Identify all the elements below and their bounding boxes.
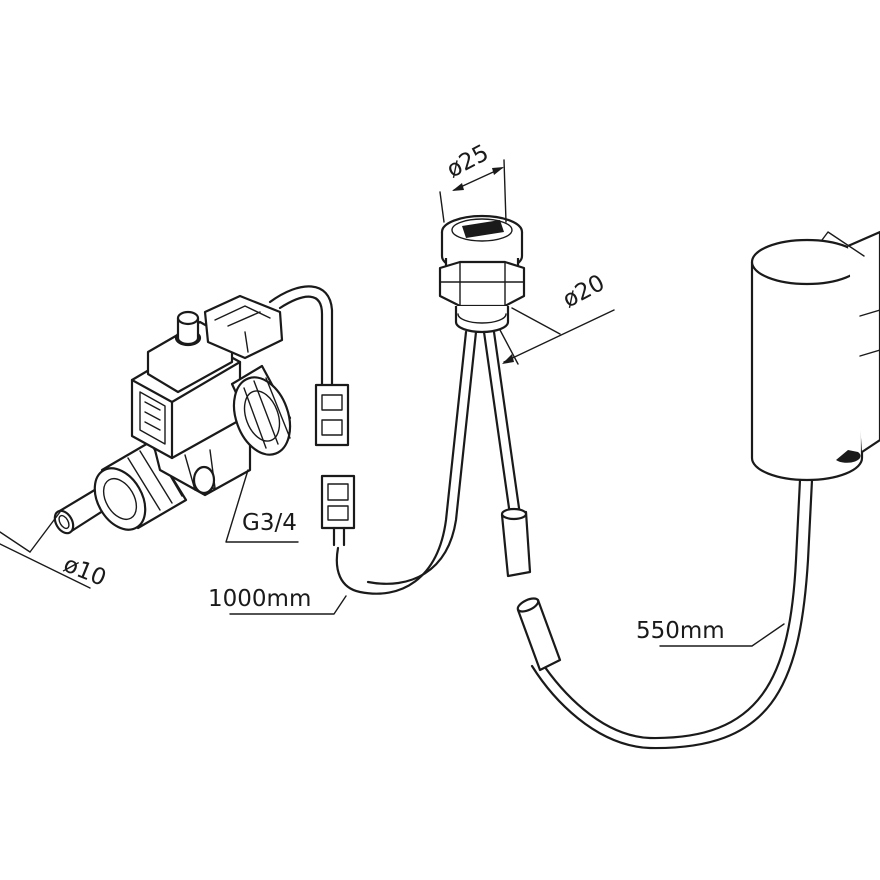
cable-connector	[320, 474, 356, 547]
valve-cable	[268, 285, 350, 447]
dimension-label-dia25: ø25	[443, 140, 493, 183]
cable-length-label-1000: 1000mm	[208, 586, 311, 612]
dimension-label-dia20: ø20	[559, 270, 609, 313]
battery-box	[750, 230, 880, 482]
battery-cable	[516, 478, 814, 750]
sensor-head	[438, 214, 526, 334]
thread-label-g34: G3/4	[242, 510, 297, 536]
solenoid-valve	[53, 294, 292, 535]
dimension-lines	[0, 159, 785, 647]
sensor-cables	[335, 330, 532, 595]
cable-length-label-550: 550mm	[636, 618, 725, 644]
